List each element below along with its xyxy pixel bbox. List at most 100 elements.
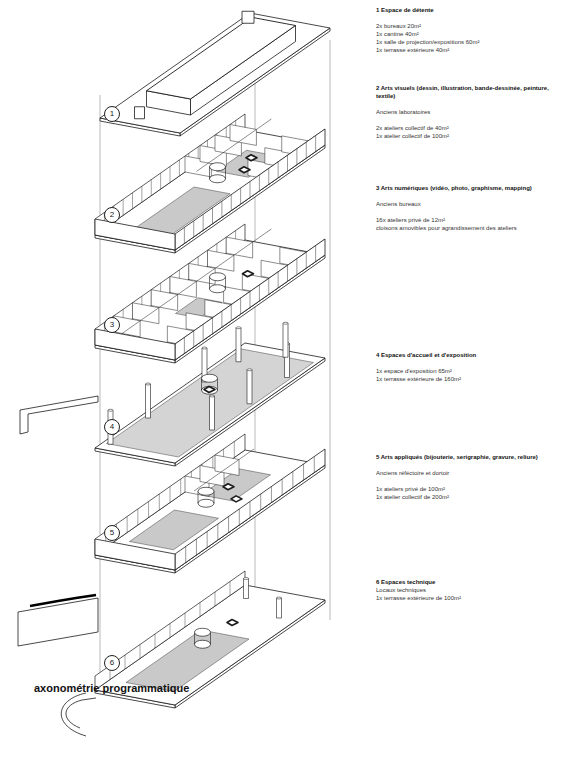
partition <box>226 237 252 258</box>
column-top <box>210 395 215 397</box>
roof-box <box>242 11 254 23</box>
program-line: Anciens bureaux <box>376 200 564 208</box>
facade-wall <box>175 239 325 360</box>
wall-line <box>240 188 241 204</box>
wall-line <box>207 532 208 548</box>
floor-plate <box>95 114 325 253</box>
wall-line <box>170 167 171 183</box>
gable-wall <box>95 539 175 570</box>
slab <box>100 13 330 133</box>
program-line: 1x ateliers privé de 100m² <box>376 485 564 493</box>
program-line: 16x ateliers privé de 12m² <box>376 216 564 224</box>
program-line: 1x terrasse extérieure 40m² <box>376 46 564 54</box>
wall-line <box>240 298 241 314</box>
partition <box>230 125 256 146</box>
diagram-title: axonométrie programmatique <box>34 682 189 694</box>
program-heading: 6 Espaces technique <box>376 578 564 586</box>
column <box>210 396 215 430</box>
shaft-marker <box>227 620 238 626</box>
wall-line <box>296 259 297 275</box>
program-line: 2x bureaux 20m² <box>376 22 564 30</box>
wall-line <box>221 201 222 217</box>
callout-number: 2 <box>110 211 114 219</box>
column-top <box>244 578 249 580</box>
program-line: Anciens réféctoire et dortoir <box>376 469 564 477</box>
callout-number: 6 <box>110 659 114 667</box>
shaft-marker <box>204 387 215 393</box>
program-line: 1x atelier collectif de 100m² <box>376 132 564 140</box>
roof-box <box>135 107 145 119</box>
wall-line <box>282 479 283 495</box>
wall-line <box>148 502 149 518</box>
wall-line <box>137 509 138 525</box>
floor-plate <box>20 322 325 466</box>
program-heading: 5 Arts appliqués (bijouterie, serigraphi… <box>376 453 564 461</box>
column-top <box>202 347 207 349</box>
wall-line <box>170 487 171 503</box>
program-line: cloisons amovibles pour agrandissement d… <box>376 224 564 232</box>
program-heading: 2 Arts visuels (dessin, illustration, ba… <box>376 84 564 100</box>
wall-line <box>212 318 213 334</box>
wall-line <box>170 624 171 638</box>
column-top <box>146 383 151 385</box>
wall-line <box>200 603 201 617</box>
spiral-stair <box>202 386 218 394</box>
column-top <box>108 409 113 411</box>
wall-line <box>127 517 128 533</box>
program-line: 1x espace d'exposition 65m² <box>376 367 564 375</box>
section-cut <box>30 595 96 606</box>
wall-line <box>196 539 197 555</box>
slab <box>95 130 325 250</box>
wall-line <box>221 311 222 327</box>
floor-plate <box>95 224 325 363</box>
column-top <box>283 322 288 324</box>
wall-line <box>239 509 240 525</box>
wall-line <box>287 155 288 171</box>
program-line: 1x terrasse extérieure de 160m² <box>376 375 564 383</box>
wall-line <box>315 136 316 152</box>
wall-line <box>217 524 218 540</box>
program-line: Locaux techniques <box>376 586 564 594</box>
callout-number: 1 <box>110 110 114 118</box>
wall-line <box>212 208 213 224</box>
program-line: 1x terrasse extérieure de 100m² <box>376 594 564 602</box>
wall-line <box>271 487 272 503</box>
partition <box>215 455 239 476</box>
shaft-marker <box>239 167 250 173</box>
column <box>146 384 151 418</box>
callout-circle: 1 <box>104 106 120 122</box>
wall-line <box>250 502 251 518</box>
wall-line <box>287 265 288 281</box>
callout-circle: 6 <box>104 655 120 671</box>
program-line: 1x cantine 40m² <box>376 30 564 38</box>
wall-line <box>259 175 260 191</box>
wall-line <box>132 193 133 209</box>
wall-line <box>159 494 160 510</box>
wall-line <box>151 180 152 196</box>
wall-line <box>306 252 307 268</box>
stair-top <box>198 487 214 495</box>
shaft-marker <box>246 155 257 161</box>
column <box>236 328 241 362</box>
wall-line <box>100 95 101 690</box>
program-line: 1x atelier collectif de 200m² <box>376 493 564 501</box>
facade-wall <box>175 129 325 250</box>
slab <box>95 240 325 360</box>
spiral-stair <box>198 499 214 507</box>
wall-line <box>268 278 269 294</box>
program-line: 1x salle de projection/expositions 60m² <box>376 38 564 46</box>
wall-line <box>292 472 293 488</box>
callout-circle: 4 <box>104 419 120 435</box>
spiral-stair <box>195 640 211 648</box>
shaft-marker <box>231 496 242 502</box>
wall-line <box>125 655 126 669</box>
wall-line <box>303 464 304 480</box>
wall-line <box>141 186 142 202</box>
facade-wall <box>175 449 325 570</box>
wall-line <box>185 547 186 563</box>
ramp-stair <box>61 693 96 736</box>
wall-line <box>185 613 186 627</box>
stair-top <box>210 163 226 171</box>
column-top <box>236 327 241 329</box>
